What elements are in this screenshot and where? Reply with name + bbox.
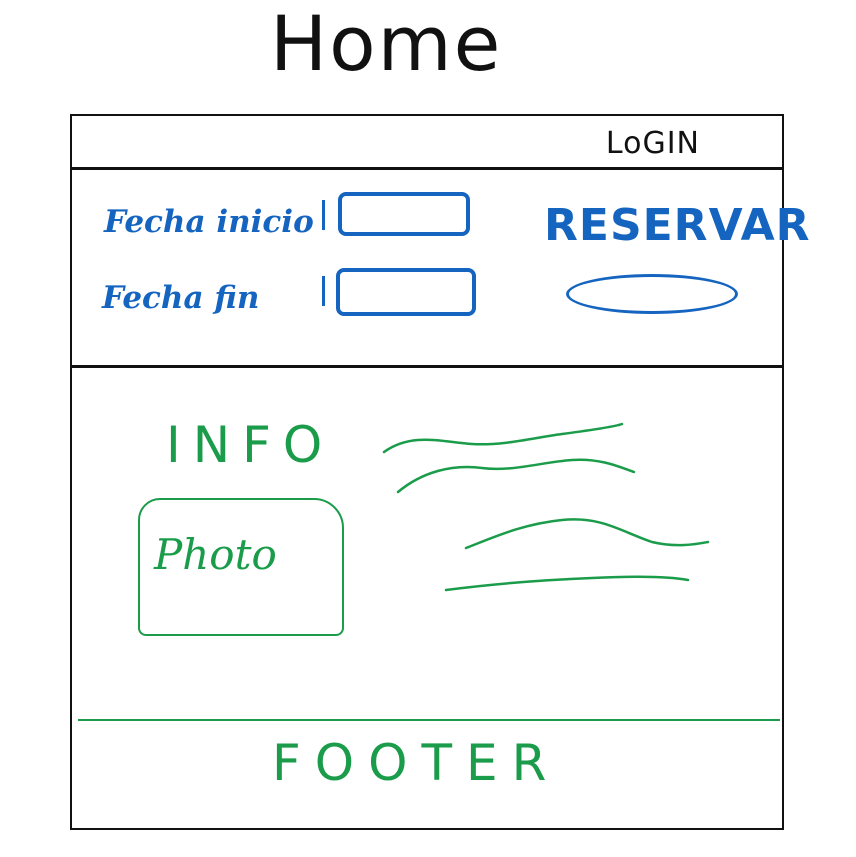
start-date-label: Fecha inicio [104,204,314,240]
photo-label: Photo [154,530,277,579]
info-title: INFO [166,416,335,474]
photo-placeholder: Photo [138,498,344,636]
text-line [396,458,636,494]
login-link[interactable]: LoGIN [605,126,700,161]
text-cursor-icon [322,276,325,306]
footer-divider [78,719,780,721]
booking-section: Fecha inicio Fecha fin RESERVAR [72,170,810,368]
end-date-label: Fecha fin [102,280,260,316]
end-date-field[interactable] [336,268,476,316]
reserve-label: RESERVAR [544,200,811,251]
text-cursor-icon [322,200,325,230]
start-date-field[interactable] [338,192,470,236]
page-frame: LoGIN Fecha inicio Fecha fin RESERVAR IN… [70,114,810,830]
text-line [382,422,624,454]
info-text-placeholder [382,422,710,592]
text-line [444,575,690,592]
text-line [464,518,710,550]
header-bar: LoGIN [72,116,782,170]
page-title: Home [270,0,503,88]
reserve-button[interactable] [566,274,738,314]
footer-label: FOOTER [272,734,561,792]
